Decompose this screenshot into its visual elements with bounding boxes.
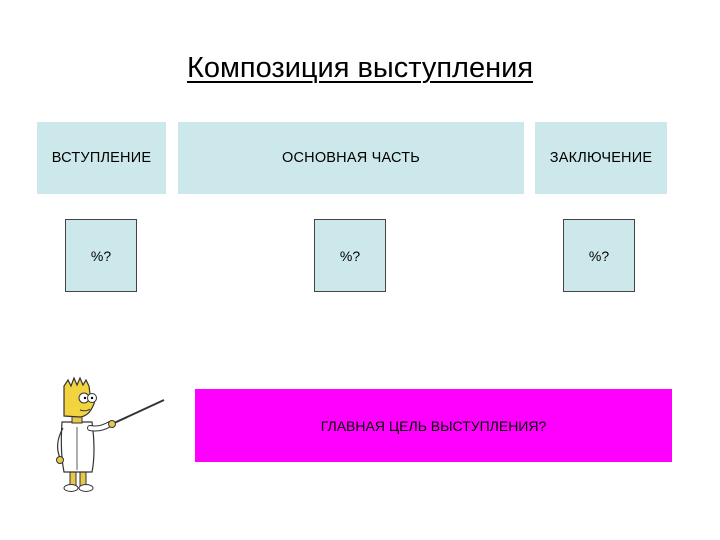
slide-title: Композиция выступления bbox=[0, 52, 720, 85]
lecturer-illustration bbox=[40, 372, 175, 497]
intro-percent-box: %? bbox=[65, 219, 137, 292]
pointer-stick bbox=[112, 400, 164, 424]
slide-title-text: Композиция выступления bbox=[187, 52, 533, 84]
intro-box: ВСТУПЛЕНИЕ bbox=[37, 122, 166, 194]
main-percent-box: %? bbox=[314, 219, 386, 292]
main-goal-box: ГЛАВНАЯ ЦЕЛЬ ВЫСТУПЛЕНИЯ? bbox=[195, 389, 672, 462]
conclusion-box: ЗАКЛЮЧЕНИЕ bbox=[535, 122, 667, 194]
main-part-box: ОСНОВНАЯ ЧАСТЬ bbox=[178, 122, 524, 194]
conclusion-percent-box: %? bbox=[563, 219, 635, 292]
